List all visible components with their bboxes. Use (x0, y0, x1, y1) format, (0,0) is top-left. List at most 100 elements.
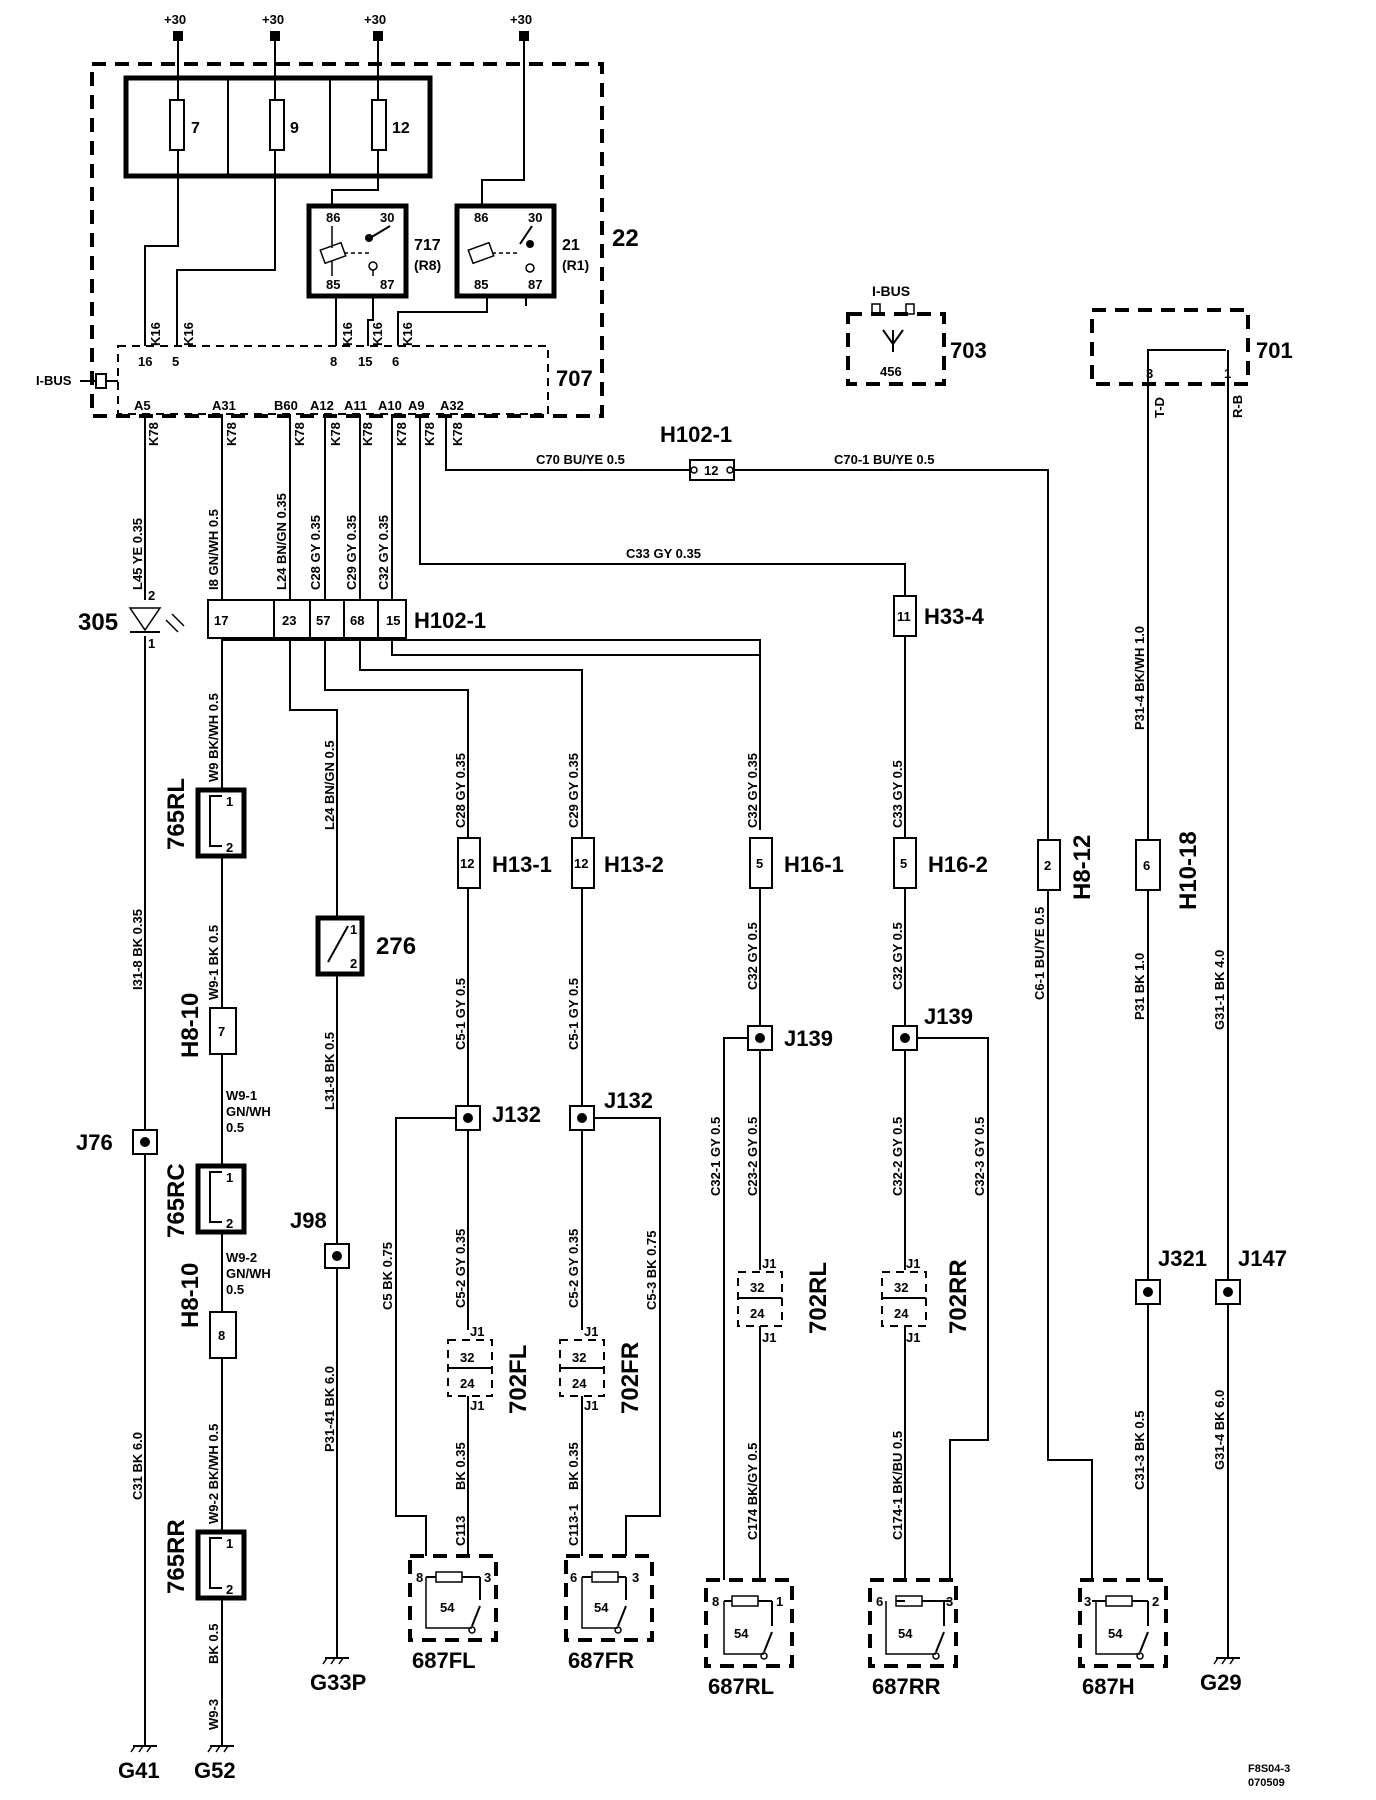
module-703-name: 703 (950, 338, 987, 363)
wire-label: C31 BK 6.0 (130, 1432, 145, 1500)
connector-pin: 68 (350, 613, 364, 628)
ground-label: G52 (194, 1758, 236, 1783)
pin-code: K78 (292, 422, 307, 446)
wire-label: I8 GN/WH 0.5 (206, 509, 221, 590)
pin-code: K16 (148, 322, 163, 346)
door-switch-687H: 3 2 54 687H (1078, 1578, 1168, 1699)
wire-label: L31-8 BK 0.5 (322, 1032, 337, 1110)
sensor-name: 765RC (163, 1163, 190, 1238)
pin-label: A12 (310, 398, 334, 413)
pin-code: K78 (360, 422, 375, 446)
splice-name: J132 (604, 1088, 653, 1113)
connector-pin: 15 (386, 613, 400, 628)
sensor-pin: 1 (226, 1536, 233, 1551)
connector-name: H33-4 (924, 604, 985, 629)
wire-label: C113 (453, 1516, 468, 1546)
door-switch-687FL: 8 3 54 687FL (408, 1554, 498, 1673)
antenna-pin: J1 (584, 1398, 598, 1413)
relay-717: 86 30 85 87 (306, 203, 409, 299)
supply-label: +30 (364, 12, 386, 27)
ground-g29: G29 (1200, 1620, 1242, 1695)
wire-label: G31-4 BK 6.0 (1212, 1390, 1227, 1470)
ground-label: G33P (310, 1670, 366, 1695)
pin-label: A5 (134, 398, 151, 413)
connector-h13-1: 12 H13-1 (457, 837, 552, 889)
connector-h16-1: 5 H16-1 (749, 837, 844, 889)
wire-label: L45 YE 0.35 (130, 518, 145, 590)
switch-name: 276 (376, 933, 416, 960)
splice-name: J76 (76, 1130, 113, 1155)
antenna-702RL: J1 32 24 J1 702RL (737, 1256, 832, 1345)
wire-label: C174-1 BK/BU 0.5 (890, 1431, 905, 1540)
pin-code: K16 (400, 322, 415, 346)
supply-label: +30 (164, 12, 186, 27)
wire-label: L24 BN/GN 0.5 (322, 740, 337, 830)
supply-label: +30 (510, 12, 532, 27)
antenna-pin: J1 (906, 1330, 920, 1345)
connector-name: H8-12 (1069, 835, 1096, 900)
pin-code: K78 (450, 422, 465, 446)
led-305: 2 1 305 (78, 588, 185, 651)
splice-j98: J98 (290, 1208, 350, 1269)
wire-label: C70-1 BU/YE 0.5 (834, 452, 934, 467)
wire-label: C32-2 GY 0.5 (890, 1117, 905, 1196)
seat-sensor-765RL: 1 2 765RL (163, 778, 247, 859)
pin-label: A31 (212, 398, 236, 413)
antenna-name: 702RR (945, 1259, 972, 1334)
wire-label: BK 0.35 (566, 1442, 581, 1490)
antenna-pin: 32 (460, 1350, 474, 1365)
ground-label: G41 (118, 1758, 160, 1783)
connector-pin: 11 (897, 609, 911, 624)
connector-pin: 12 (704, 463, 718, 478)
reference-code: F8S04-3 (1248, 1763, 1290, 1775)
door-switch-name: 687FL (412, 1648, 476, 1673)
relay-pin: 85 (474, 277, 488, 292)
door-pin: 3 (632, 1570, 639, 1585)
pin-code: K78 (422, 422, 437, 446)
sensor-pin: 2 (226, 840, 233, 855)
relay-21-sub: (R1) (562, 257, 589, 273)
fuse-box: 7 9 12 (123, 41, 433, 179)
antenna-702FR: J1 32 24 J1 702FR (559, 1324, 644, 1414)
relay-pin: 86 (474, 210, 488, 225)
door-pin: 3 (946, 1594, 953, 1609)
splice-name: J321 (1158, 1246, 1207, 1271)
wire-label: C33 GY 0.5 (890, 760, 905, 828)
connector-pin: 57 (316, 613, 330, 628)
led-pin: 2 (148, 588, 155, 603)
wire-label: C5 BK 0.75 (380, 1242, 395, 1310)
wire-label: C23-2 GY 0.5 (745, 1117, 760, 1196)
antenna-pin: J1 (762, 1330, 776, 1345)
connector-pin: 8 (218, 1328, 225, 1343)
ground-g33p: G33P (310, 1652, 366, 1695)
connector-name: H16-1 (784, 852, 844, 877)
pin-label: A10 (378, 398, 402, 413)
h33-4-connector: 11 H33-4 (893, 595, 985, 637)
pin-code: K78 (146, 422, 161, 446)
fuse-12-label: 12 (392, 120, 410, 137)
wire-label: L24 BN/GN 0.35 (274, 493, 289, 590)
wire-label: C113-1 (566, 1504, 581, 1546)
wire-label: C28 GY 0.35 (308, 515, 323, 590)
wire-label: W9-2 (226, 1250, 257, 1265)
connector-h8-10-a: 7 H8-10 (177, 993, 237, 1058)
wire-label: C28 GY 0.35 (453, 753, 468, 828)
antenna-pin: 32 (894, 1280, 908, 1295)
splice-j139-rr: J139 (892, 1004, 973, 1051)
wire-label: C29 GY 0.35 (344, 515, 359, 590)
door-code: 54 (594, 1600, 609, 1615)
relay-pin: 87 (528, 277, 542, 292)
fuse-7-label: 7 (191, 120, 200, 137)
wire-label: W9-3 (206, 1699, 221, 1730)
antenna-name: 702RL (805, 1262, 832, 1334)
connector-pin: 12 (574, 856, 588, 871)
sensor-pin: 2 (226, 1216, 233, 1231)
seat-sensor-765RC: 1 2 765RC (163, 1163, 247, 1238)
antenna-pin: 32 (750, 1280, 764, 1295)
wire-label: C32-3 GY 0.5 (972, 1117, 987, 1196)
relay-pin: 87 (380, 277, 394, 292)
door-switch-name: 687RR (872, 1674, 941, 1699)
ground-g41: G41 (118, 1740, 160, 1783)
fuse-9-label: 9 (290, 120, 299, 137)
